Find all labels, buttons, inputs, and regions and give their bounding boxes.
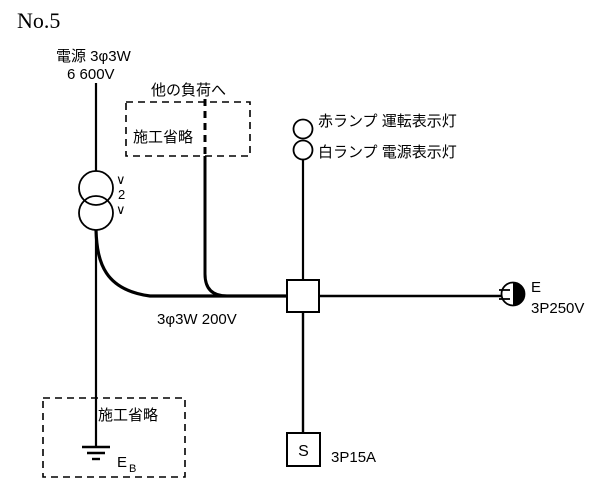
switch-label: S [298,443,309,460]
ground-label-subscript: B [129,463,136,475]
secondary-label: 3φ3W 200V [157,311,237,328]
other-load-label: 他の負荷へ [151,82,226,99]
transformer-mark-top: ∨ [116,172,126,187]
transformer-mark-mid: 2 [118,187,125,202]
outlet-ground-label: E [531,279,541,296]
diagram-lines [42,83,526,478]
transformer-primary-circle [78,170,114,206]
source-label-line1: 電源 3φ3W [56,48,132,65]
transformer-mark-bottom: ∨ [116,202,126,217]
white-lamp-symbol [292,139,314,161]
source-label-line2: 6 600V [67,66,115,83]
omission-label-bottom: 施工省略 [98,407,158,424]
transformer-secondary-circle [78,195,114,231]
red-lamp-symbol [292,118,314,140]
diagram-texts: No.5 電源 3φ3W 6 600V ∨ 2 ∨ 他の負荷へ 施工省略 赤ラン… [17,8,584,475]
diagram-title: No.5 [17,8,60,33]
other-load-line [203,156,242,298]
ground-label: E [117,454,127,471]
white-lamp-label: 白ランプ 電源表示灯 [318,144,457,161]
omission-box-bottom [42,397,186,478]
switch-box [286,432,321,467]
outlet-rating-label: 3P250V [531,300,584,317]
outlet-symbol-fill [513,282,525,306]
omission-label-top: 施工省略 [133,129,193,146]
red-lamp-label: 赤ランプ 運転表示灯 [318,113,457,130]
omission-box-top [125,101,251,157]
junction-box [286,279,320,313]
secondary-feeder-line [94,229,287,298]
switch-rating-label: 3P15A [331,449,376,466]
